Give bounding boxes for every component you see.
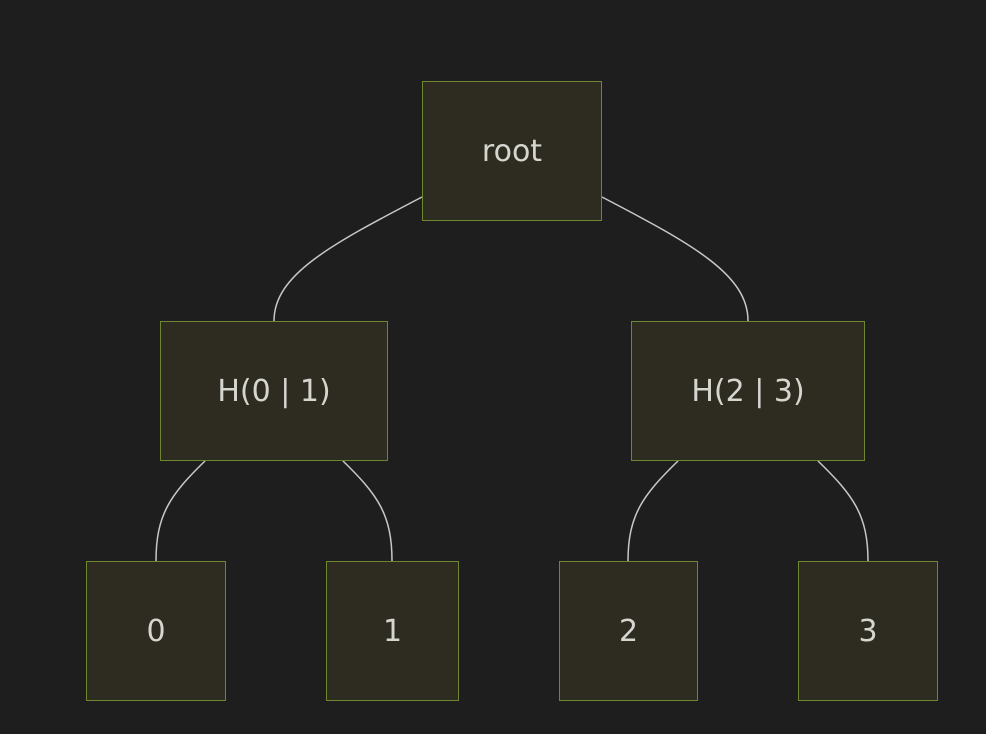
node-hash-0-1-label: H(0 | 1) <box>217 373 331 409</box>
node-hash-0-1: H(0 | 1) <box>160 321 388 461</box>
node-hash-2-3-label: H(2 | 3) <box>691 373 805 409</box>
node-leaf-2: 2 <box>559 561 698 701</box>
edge-h01-to-leaf1 <box>342 460 393 562</box>
node-leaf-3: 3 <box>798 561 938 701</box>
node-root-label: root <box>481 133 543 169</box>
edge-root-to-h23 <box>601 196 749 322</box>
node-root: root <box>422 81 602 221</box>
node-hash-2-3: H(2 | 3) <box>631 321 865 461</box>
edge-h23-to-leaf3 <box>817 460 869 562</box>
node-leaf-0-label: 0 <box>146 613 166 649</box>
node-leaf-0: 0 <box>86 561 226 701</box>
node-leaf-2-label: 2 <box>618 613 639 649</box>
edge-h01-to-leaf0 <box>155 460 206 562</box>
node-leaf-1: 1 <box>326 561 459 701</box>
edge-h23-to-leaf2 <box>627 460 679 562</box>
node-leaf-3-label: 3 <box>858 613 878 649</box>
edge-root-to-h01 <box>273 196 423 322</box>
node-leaf-1-label: 1 <box>382 613 403 649</box>
